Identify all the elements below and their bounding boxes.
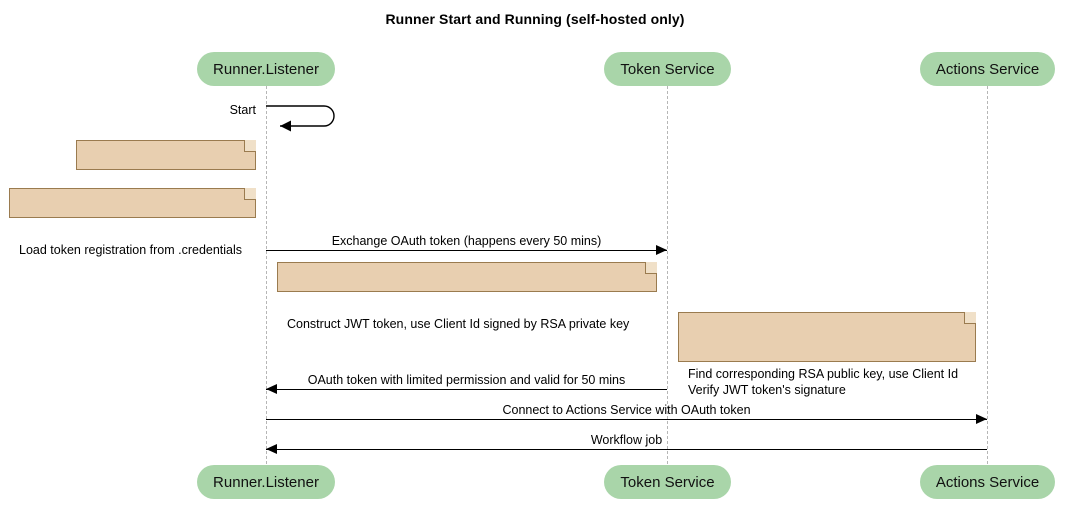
participant-label: Token Service (620, 60, 715, 78)
arrow-head-right-icon (656, 244, 667, 255)
note-fold-icon (964, 312, 976, 324)
note-fold-icon (244, 188, 256, 200)
message-label-start: Start (229, 103, 256, 117)
arrow-head-left-icon (266, 443, 277, 454)
note-fold-icon (645, 262, 657, 274)
participant-token-bottom[interactable]: Token Service (604, 465, 731, 499)
note-construct-jwt-token: Construct JWT token, use Client Id signe… (277, 262, 657, 331)
arrow-head-left-icon (266, 383, 277, 394)
note-load-token-registration: Load token registration from .credential… (9, 188, 256, 257)
participant-label: Token Service (620, 473, 715, 491)
message-label-workflow-job: Workflow job (590, 433, 663, 447)
note-verify-jwt-signature: Find corresponding RSA public key, use C… (678, 312, 976, 397)
message-label-exchange-oauth-token: Exchange OAuth token (happens every 50 m… (331, 234, 602, 248)
lifeline-actions (987, 86, 988, 464)
arrow-head-right-icon (976, 413, 987, 424)
message-label-connect-actions-service: Connect to Actions Service with OAuth to… (502, 403, 751, 417)
note-load-config: Load config info from .runner (76, 140, 256, 209)
participant-runner-bottom[interactable]: Runner.Listener (197, 465, 335, 499)
participant-label: Runner.Listener (213, 60, 319, 78)
message-arrow-start (266, 105, 335, 132)
message-line-exchange-oauth-token (266, 250, 667, 251)
message-line-oauth-token-limited (266, 389, 667, 390)
participant-actions-top[interactable]: Actions Service (920, 52, 1055, 86)
lifeline-token (667, 86, 668, 464)
note-text: Find corresponding RSA public key, use C… (688, 367, 959, 397)
lifeline-runner (266, 86, 267, 464)
note-text: Construct JWT token, use Client Id signe… (287, 317, 630, 331)
participant-label: Actions Service (935, 473, 1040, 491)
note-fold-icon (244, 140, 256, 152)
participant-runner-top[interactable]: Runner.Listener (197, 52, 335, 86)
participant-label: Runner.Listener (213, 473, 319, 491)
note-text: Load token registration from .credential… (19, 243, 243, 257)
participant-label: Actions Service (935, 60, 1040, 78)
message-line-workflow-job (266, 449, 987, 450)
participant-token-top[interactable]: Token Service (604, 52, 731, 86)
message-label-oauth-token-limited: OAuth token with limited permission and … (307, 373, 626, 387)
diagram-title: Runner Start and Running (self-hosted on… (385, 11, 685, 27)
participant-actions-bottom[interactable]: Actions Service (920, 465, 1055, 499)
message-line-connect-actions-service (266, 419, 987, 420)
